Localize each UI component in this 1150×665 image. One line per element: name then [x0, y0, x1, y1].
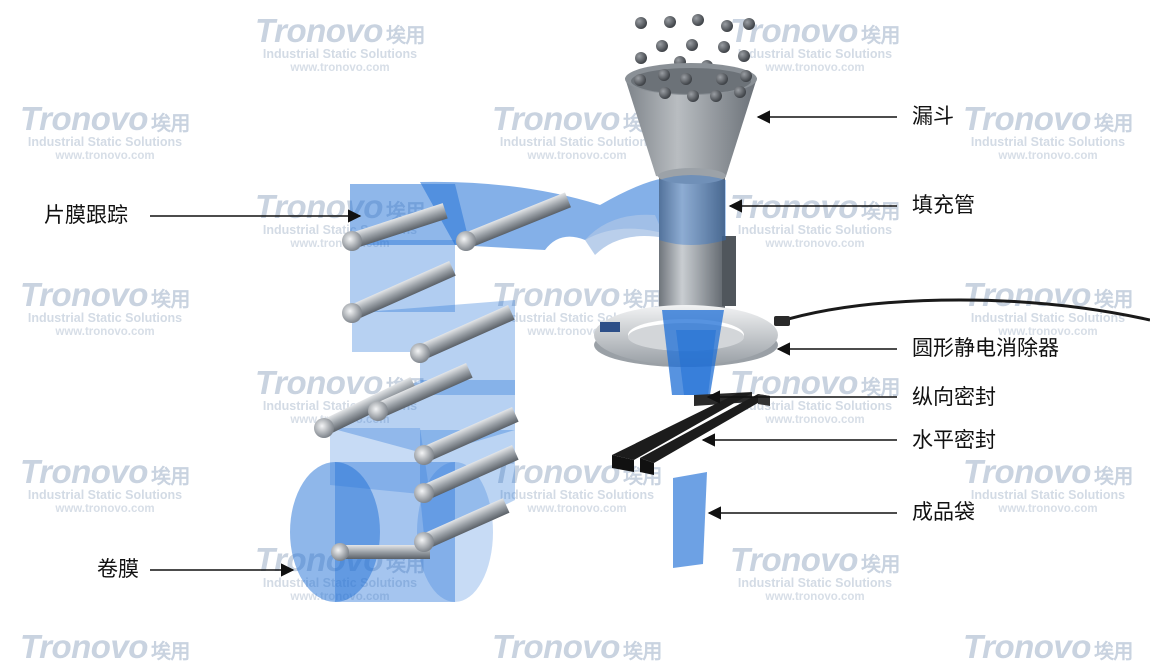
watermark-brand: Tronovo: [20, 100, 148, 137]
watermark-tagline: Industrial Static Solutions: [737, 399, 893, 413]
watermark-tagline: Industrial Static Solutions: [737, 47, 893, 61]
watermark-brand-cn: 埃用: [150, 113, 191, 135]
watermark-tagline: Industrial Static Solutions: [262, 47, 418, 61]
watermark-brand: Tronovo: [730, 541, 858, 578]
horizontal-seal-bar: [640, 394, 770, 475]
watermark-url: www.tronovo.com: [290, 61, 390, 74]
roller: [414, 407, 519, 465]
film-tracking-label: 片膜跟踪: [44, 203, 128, 227]
watermark-tagline: Industrial Static Solutions: [27, 488, 183, 502]
roller: [368, 363, 473, 421]
watermark-brand-cn: 埃用: [150, 466, 191, 488]
watermark-brand: Tronovo: [20, 453, 148, 490]
watermark-tagline: Industrial Static Solutions: [27, 311, 183, 325]
watermark-brand: Tronovo: [20, 276, 148, 313]
watermark-brand-cn: 埃用: [385, 25, 426, 47]
watermark-brand-cn: 埃用: [860, 554, 901, 576]
watermark-brand-cn: 埃用: [860, 25, 901, 47]
watermark-tagline: Industrial Static Solutions: [970, 488, 1126, 502]
watermark-brand: Tronovo: [963, 453, 1091, 490]
watermark-brand: Tronovo: [255, 364, 383, 401]
watermark-brand: Tronovo: [255, 12, 383, 49]
watermark-brand: Tronovo: [20, 628, 148, 665]
vertical-seal-bar: [612, 392, 752, 472]
roller: [410, 305, 515, 363]
watermark-tagline: Industrial Static Solutions: [499, 488, 655, 502]
fill-tube-label: 填充管: [912, 193, 975, 217]
watermark-tagline: Industrial Static Solutions: [737, 576, 893, 590]
watermark-url: www.tronovo.com: [55, 325, 155, 338]
watermark-brand-cn: 埃用: [622, 641, 663, 663]
watermark-brand-cn: 埃用: [1093, 641, 1134, 663]
watermark-brand-cn: 埃用: [622, 289, 663, 311]
watermark-url: www.tronovo.com: [55, 149, 155, 162]
watermark-brand-cn: 埃用: [1093, 466, 1134, 488]
fill-tube: [658, 168, 736, 316]
roller: [342, 203, 448, 251]
watermark-brand-cn: 埃用: [1093, 113, 1134, 135]
vertical-seal-label: 纵向密封: [912, 385, 996, 409]
watermark-tagline: Industrial Static Solutions: [970, 135, 1126, 149]
watermark-url: www.tronovo.com: [527, 325, 627, 338]
watermark-brand: Tronovo: [963, 100, 1091, 137]
watermark-brand-cn: 埃用: [150, 641, 191, 663]
watermark-brand: Tronovo: [963, 628, 1091, 665]
roller: [314, 376, 418, 438]
watermark-url: www.tronovo.com: [765, 237, 865, 250]
watermark-url: www.tronovo.com: [527, 149, 627, 162]
watermark-brand-cn: 埃用: [860, 377, 901, 399]
ring-static-eliminator: [594, 305, 778, 367]
watermark-brand-cn: 埃用: [150, 289, 191, 311]
watermark-tagline: Industrial Static Solutions: [970, 311, 1126, 325]
watermark-brand-cn: 埃用: [860, 201, 901, 223]
watermark-url: www.tronovo.com: [998, 325, 1098, 338]
watermark-brand: Tronovo: [492, 100, 620, 137]
roller: [456, 192, 571, 251]
watermark-url: www.tronovo.com: [55, 502, 155, 515]
roller: [342, 260, 456, 323]
roller: [414, 498, 510, 552]
watermark-tagline: Industrial Static Solutions: [27, 135, 183, 149]
eliminator-cable: [777, 298, 1150, 324]
watermark-url: www.tronovo.com: [765, 413, 865, 426]
watermark-url: www.tronovo.com: [998, 149, 1098, 162]
roller: [414, 445, 519, 503]
watermark-url: www.tronovo.com: [290, 237, 390, 250]
watermark-brand: Tronovo: [492, 628, 620, 665]
watermark-brand-cn: 埃用: [385, 554, 426, 576]
watermark-brand: Tronovo: [492, 276, 620, 313]
watermark-brand-cn: 埃用: [1093, 289, 1134, 311]
watermark-url: www.tronovo.com: [765, 61, 865, 74]
watermark-url: www.tronovo.com: [527, 502, 627, 515]
finished-bag-label: 成品袋: [912, 500, 975, 524]
horizontal-seal-label: 水平密封: [912, 428, 996, 452]
finished-bag: [673, 472, 707, 568]
film-roll-label: 卷膜: [97, 557, 139, 581]
watermark-tagline: Industrial Static Solutions: [499, 135, 655, 149]
watermark-url: www.tronovo.com: [765, 590, 865, 603]
ring-eliminator-label: 圆形静电消除器: [912, 336, 1059, 360]
watermark-url: www.tronovo.com: [998, 502, 1098, 515]
watermark-tagline: Industrial Static Solutions: [737, 223, 893, 237]
hopper: [625, 63, 757, 180]
hopper-label: 漏斗: [912, 104, 954, 128]
